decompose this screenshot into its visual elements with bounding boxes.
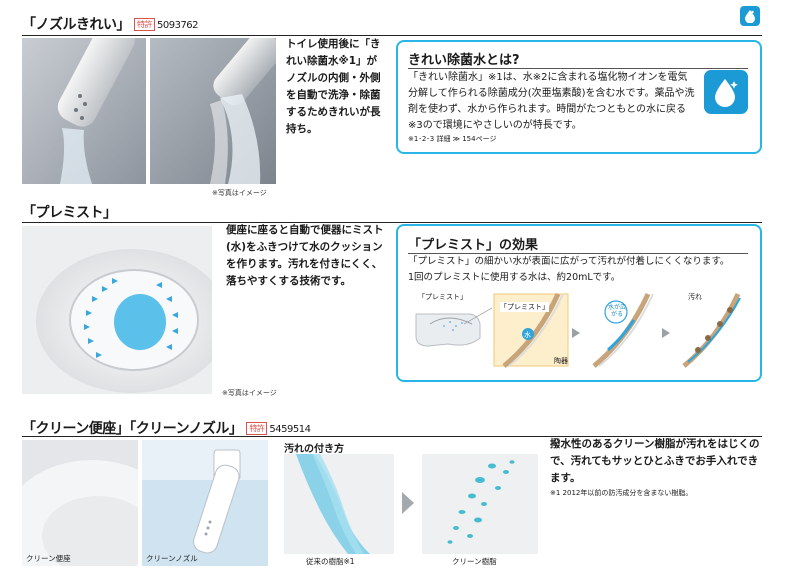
dirt-adhesion-title: 汚れの付き方 [284,444,344,455]
premist-effect-text-2: 1回のプレミストに使用する水は、約20mLです。 [408,272,621,283]
clean-seat-caption: クリーン便座 [26,554,71,563]
clean-nozzle-photo [142,440,268,566]
premist-section-title: 「プレミスト」 [22,205,117,221]
premist-description: 便座に座ると自動で便器にミスト(水)をふきつけて水のクッションを作ります。汚れを… [226,224,384,287]
patent-number: 5093762 [157,20,199,31]
nozzle-description: トイレ使用後に「きれい除菌水※1」がノズルの内側・外側を自動で洗浄・除菌するため… [286,38,381,135]
premist-effect-title: 「プレミスト」の効果 [408,238,539,253]
patent-tag: 特許 [134,18,155,31]
conventional-resin-photo [284,454,394,554]
clean-resin-caption: クリーン樹脂 [452,557,497,566]
patent-tag: 特許 [246,422,268,435]
premist-effect-info-box: 「プレミスト」の効果 「プレミスト」の細かい水が表面に広がって汚れが付着しにくく… [396,224,762,382]
sterilized-water-footnote: ※1･2･3 詳細 ≫ 154ページ [408,135,497,143]
premist-toilet-photo [22,226,212,394]
diagram-label-premist: 「プレミスト」 [500,302,549,312]
clean-section-rule [22,436,762,437]
clean-footnote: ※1 2012年以前の防汚成分を含まない樹脂。 [550,489,693,497]
water-drop-icon [740,6,760,26]
sterilized-water-drop-icon [704,70,748,114]
sterilized-water-info-box: きれい除菌水とは? 「きれい除菌水」※1は、水※2に含まれる塩化物イオンを電気分… [396,40,762,154]
nozzle-photo-left [22,38,146,184]
nozzle-section-rule [22,35,762,36]
compare-arrow-icon [400,492,416,518]
nozzle-photo-note: ※写真はイメージ [212,189,267,197]
premist-effect-diagram: 「プレミスト」 「プレミスト」 水 陶器 水が広がる 汚れ [408,290,750,368]
clean-nozzle-caption: クリーンノズル [146,554,198,563]
clean-seat-photo [22,440,138,566]
nozzle-photo-right [150,38,276,184]
sterilized-water-info-title: きれい除菌水とは? [408,53,520,68]
clean-description: 撥水性のあるクリーン樹脂が汚れをはじくので、汚れてもサッとひとふきでお手入れでき… [550,438,760,484]
info-title-rule [408,68,748,69]
patent-number: 5459514 [269,424,311,435]
conventional-resin-caption: 従来の樹脂※1 [306,557,355,566]
premist-section-rule [22,222,762,223]
diagram-label-spread: 水が広がる [608,304,627,318]
diagram-label-dirt: 汚れ [688,293,702,301]
diagram-label-water: 水 [524,331,531,339]
premist-effect-text-1: 「プレミスト」の細かい水が表面に広がって汚れが付着しにくくなります。 [408,256,730,267]
premist-photo-note: ※写真はイメージ [222,389,277,397]
diagram-label-premist-small: 「プレミスト」 [418,293,467,301]
clean-resin-photo [422,454,538,554]
sterilized-water-info-text: 「きれい除菌水」※1は、水※2に含まれる塩化物イオンを電気分解して作られる除菌成… [408,72,695,131]
diagram-label-bowl: 陶器 [554,357,568,365]
info-title-rule [408,253,748,254]
